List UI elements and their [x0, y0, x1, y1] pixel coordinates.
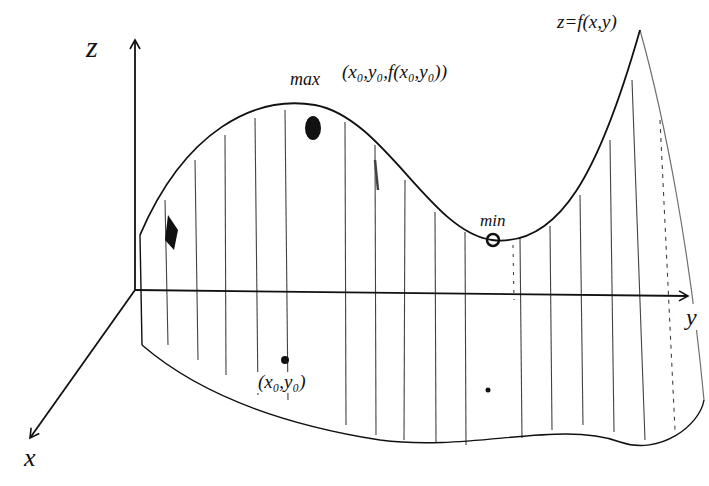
axis-or-point-label: y	[684, 304, 699, 330]
axis-or-point-label: (x₀,y₀)	[256, 372, 307, 393]
axis-or-point-label: x	[22, 444, 38, 473]
axis-or-point-label: max	[288, 70, 322, 90]
axis-or-point-label: (x₀,y₀,f(x₀,y₀))	[340, 62, 449, 83]
axis-or-point-label: z	[84, 30, 100, 63]
axis-or-point-label: z=f(x,y)	[555, 12, 619, 33]
axis-or-point-label: min	[478, 212, 508, 231]
